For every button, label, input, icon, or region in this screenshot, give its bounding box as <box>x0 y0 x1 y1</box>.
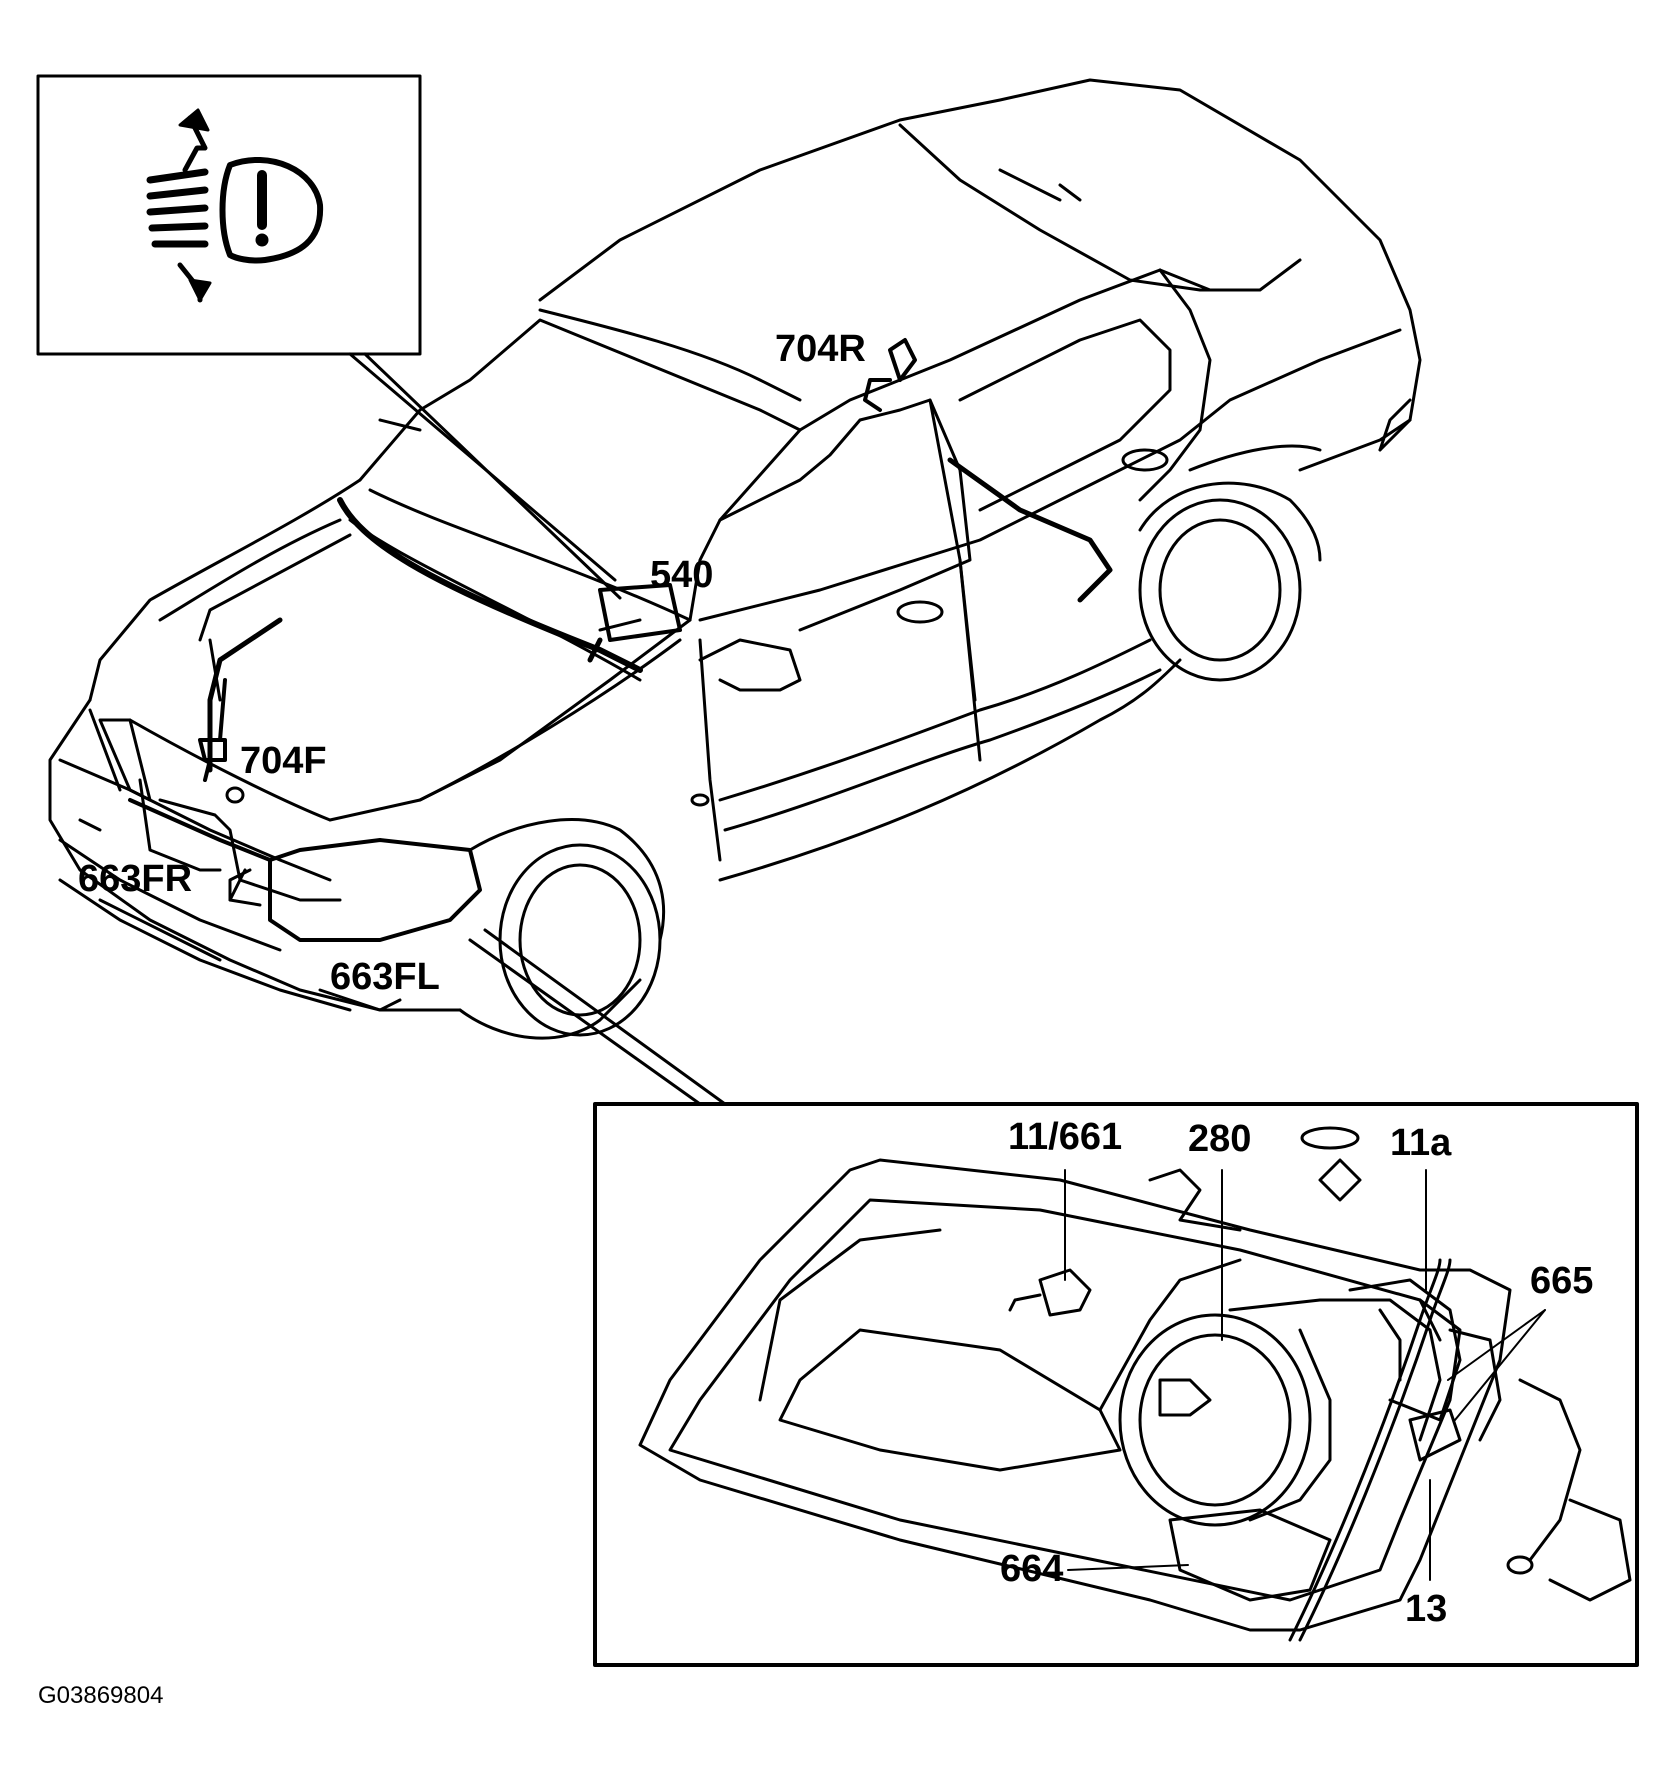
car-outline <box>48 78 1422 1040</box>
label-665: 665 <box>1530 1260 1594 1302</box>
label-540: 540 <box>650 554 714 596</box>
label-11-661: 11/661 <box>1008 1116 1123 1158</box>
headlamp-inset-box <box>468 928 1639 1667</box>
label-663FL: 663FL <box>330 956 440 998</box>
label-664: 664 <box>1000 1548 1064 1590</box>
label-704R: 704R <box>775 328 866 370</box>
label-280: 280 <box>1188 1118 1252 1160</box>
leader-lines <box>1064 1169 1546 1581</box>
symbol-inset-box <box>36 74 622 600</box>
headlamp-assembly <box>638 1126 1632 1642</box>
label-704F: 704F <box>240 740 327 782</box>
label-663FR: 663FR <box>78 858 193 900</box>
figure-id: G03869804 <box>38 1682 164 1709</box>
label-11a: 11a <box>1390 1122 1452 1164</box>
label-13: 13 <box>1405 1588 1448 1630</box>
headlight-leveling-warning-icon <box>146 108 324 303</box>
